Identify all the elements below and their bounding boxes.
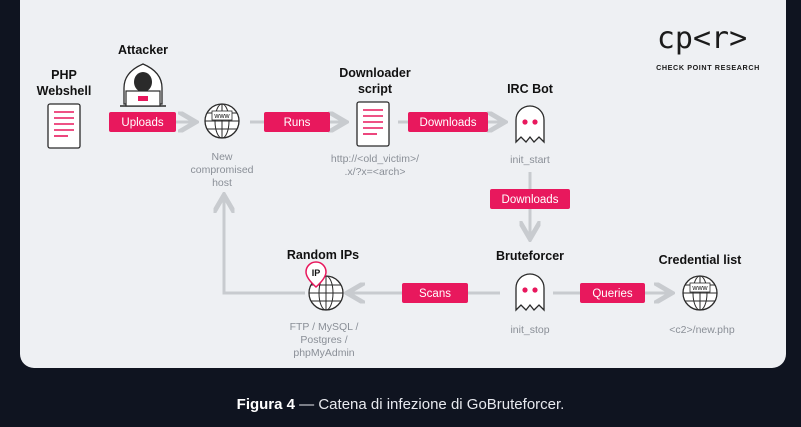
caption-text: — Catena di infezione di GoBruteforcer. <box>295 396 565 413</box>
svg-text:<c2>/new.php: <c2>/new.php <box>669 324 735 336</box>
svg-text:Downloads: Downloads <box>420 117 477 129</box>
svg-text:phpMyAdmin: phpMyAdmin <box>293 347 354 359</box>
node-bruteforcer: Bruteforcer init_stop <box>496 249 564 336</box>
globe-icon <box>682 275 718 311</box>
diagram-panel <box>20 0 786 368</box>
svg-text:Downloads: Downloads <box>502 194 559 206</box>
svg-text:Random IPs: Random IPs <box>287 248 359 262</box>
edge-label-downloads-1: Downloads <box>408 112 488 132</box>
www-badge: www <box>691 285 708 292</box>
pin-icon: IP <box>305 261 327 289</box>
ghost-icon <box>515 273 545 311</box>
node-irc-bot: IRC Bot init_start <box>507 82 554 166</box>
brand-subtitle: CHECK POINT RESEARCH <box>656 63 760 72</box>
svg-text:Attacker: Attacker <box>118 43 168 57</box>
svg-text:script: script <box>358 82 393 96</box>
svg-text:IRC Bot: IRC Bot <box>507 82 554 96</box>
node-attacker: Attacker <box>118 43 168 107</box>
hacker-icon <box>120 63 166 107</box>
node-credential-list: Credential list www <c2>/new.php <box>659 253 742 336</box>
svg-text:Postgres /: Postgres / <box>300 334 347 346</box>
edge-label-scans: Scans <box>402 283 468 303</box>
svg-text:PHP: PHP <box>51 68 77 82</box>
brand-logo: cp<r> <box>657 21 747 56</box>
svg-text:Downloader: Downloader <box>339 66 411 80</box>
node-random-ips: Random IPs IP FTP / MySQL / Postgres / p… <box>287 248 359 359</box>
svg-text:.x/?x=<arch>: .x/?x=<arch> <box>345 166 406 178</box>
node-downloader-script: Downloader script http://<old_victim>/ .… <box>331 66 419 178</box>
svg-text:host: host <box>212 177 232 189</box>
svg-text:init_stop: init_stop <box>510 324 549 336</box>
caption-figure-number: Figura 4 <box>236 396 296 413</box>
ip-badge: IP <box>312 268 321 278</box>
document-icon <box>356 101 390 147</box>
edge-label-queries: Queries <box>580 283 645 303</box>
document-icon <box>47 103 81 149</box>
globe-icon <box>204 103 240 139</box>
svg-text:Webshell: Webshell <box>37 84 92 98</box>
node-php-webshell: PHP Webshell <box>37 68 92 149</box>
svg-text:Credential list: Credential list <box>659 253 742 267</box>
svg-text:Queries: Queries <box>592 288 633 300</box>
edge-label-runs: Runs <box>264 112 330 132</box>
svg-text:compromised: compromised <box>190 164 253 176</box>
svg-text:Bruteforcer: Bruteforcer <box>496 249 564 263</box>
svg-text:Uploads: Uploads <box>121 117 163 129</box>
node-compromised-host: www New compromised host <box>190 103 254 189</box>
edge-label-downloads-2: Downloads <box>490 189 570 209</box>
connectors <box>110 122 669 293</box>
www-badge: www <box>213 113 230 120</box>
svg-text:http://<old_victim>/: http://<old_victim>/ <box>331 153 419 165</box>
svg-text:Runs: Runs <box>284 117 311 129</box>
ghost-icon <box>515 105 545 143</box>
svg-text:New: New <box>211 151 232 163</box>
svg-text:init_start: init_start <box>510 154 550 166</box>
arrow-back-to-host <box>224 198 305 295</box>
figure-caption: Figura 4 — Catena di infezione di GoBrut… <box>0 396 801 413</box>
edge-label-uploads: Uploads <box>109 112 176 132</box>
svg-text:Scans: Scans <box>419 288 451 300</box>
svg-text:FTP / MySQL /: FTP / MySQL / <box>290 321 359 333</box>
